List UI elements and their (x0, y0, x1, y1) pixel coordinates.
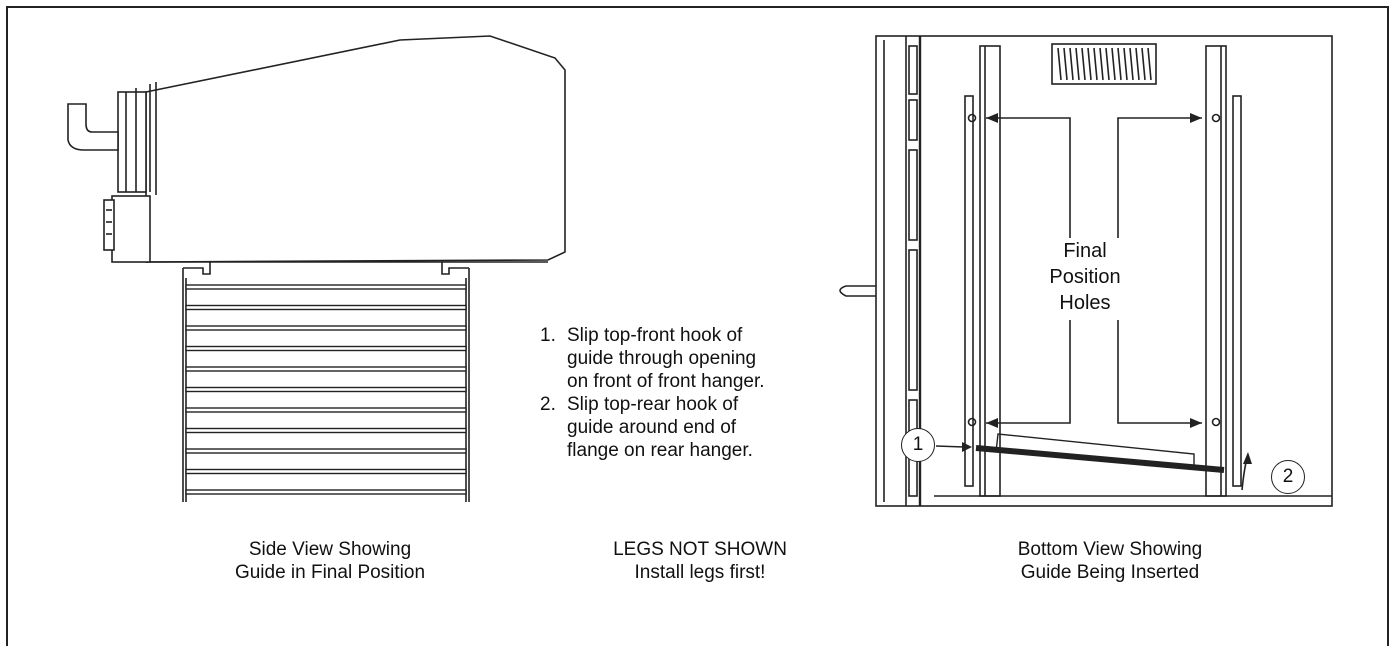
step-text: Slip top-rear hook of guide around end o… (567, 394, 753, 461)
rack-bar (185, 407, 467, 413)
diagram-artwork (67, 35, 1333, 507)
instruction-step-2: 2. Slip top-rear hook of guide around en… (540, 393, 765, 462)
rack-bar (185, 427, 467, 434)
vent-slat (1129, 47, 1134, 81)
vent-slat (1111, 47, 1116, 81)
callout-1: 1 (901, 428, 935, 462)
legs-note-caption: LEGS NOT SHOWN Install legs first! (613, 539, 787, 583)
bottom-view-caption: Bottom View Showing Guide Being Inserted (1017, 539, 1203, 583)
side-view-caption: Side View Showing Guide in Final Positio… (234, 539, 426, 583)
callout-2: 2 (1271, 460, 1305, 494)
rack-bar (185, 345, 467, 352)
vent-slat (1123, 47, 1128, 81)
vent-slat (1063, 47, 1068, 81)
vent-slat (1147, 47, 1152, 81)
step-number: 1. (540, 325, 556, 346)
rack-bar (185, 304, 467, 311)
vent-slat (1099, 47, 1104, 81)
vent-slat (1075, 47, 1080, 81)
rack-bar (185, 468, 467, 475)
rack-bar (185, 325, 467, 331)
vent-slat (1135, 47, 1140, 81)
side-view-drawing (67, 35, 566, 502)
instruction-step-1: 1. Slip top-front hook of guide through … (540, 324, 765, 393)
rack-bar (185, 489, 467, 495)
vent-slat (1069, 47, 1074, 81)
rack-bar (185, 386, 467, 393)
vent-slat (1105, 47, 1110, 81)
vent-slat (1141, 47, 1146, 81)
rack-bar (185, 366, 467, 372)
arrowheads (962, 113, 1252, 464)
final-position-holes-label: Final Position Holes (1030, 238, 1140, 316)
vent-slat (1081, 47, 1086, 81)
rack-bar (185, 284, 467, 290)
installation-instructions: 1. Slip top-front hook of guide through … (540, 324, 765, 462)
side-view-rack-bars (185, 284, 467, 495)
diagram-frame (6, 6, 1389, 646)
step-number: 2. (540, 394, 556, 415)
vent-slat (1117, 47, 1122, 81)
step-text: Slip top-front hook of guide through ope… (567, 325, 765, 392)
vent-slat (1057, 47, 1062, 81)
vent-slat (1087, 47, 1092, 81)
rack-bar (185, 448, 467, 454)
vent-slat (1093, 47, 1098, 81)
